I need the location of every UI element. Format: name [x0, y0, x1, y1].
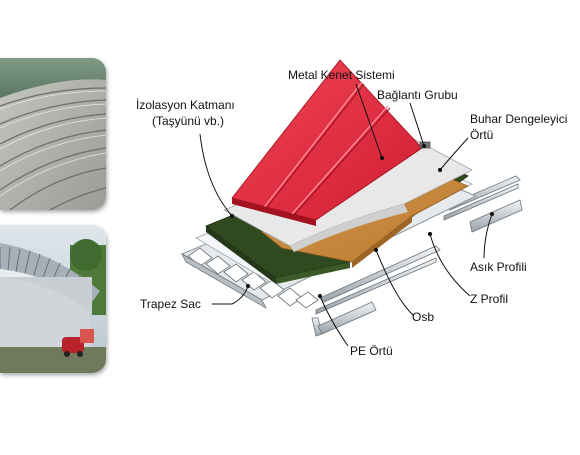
label-metal-kenet-sistemi: Metal Kenet Sistemi: [288, 68, 395, 82]
label-pe-ortu: PE Örtü: [350, 344, 393, 358]
label-izolasyon-detail: (Taşyünü vb.): [152, 114, 225, 128]
roof-photo-bottom: [0, 225, 106, 373]
label-buhar-dengeleyici: Buhar Dengeleyici: [470, 112, 568, 126]
red-metal-roof-layer: [231, 59, 423, 226]
label-izolasyon-katmani: İzolasyon Katmanı: [136, 98, 235, 112]
leader-lines: [199, 83, 495, 347]
purlin-profiles: [311, 175, 523, 337]
label-trapez-sac: Trapez Sac: [140, 297, 201, 311]
label-baglanti-grubu: Bağlantı Grubu: [377, 88, 458, 102]
roof-photo-top: [0, 58, 106, 210]
label-asik-profili: Asık Profili: [470, 260, 527, 274]
label-osb: Osb: [412, 310, 435, 324]
label-z-profil: Z Profil: [470, 292, 509, 306]
label-buhar-ortu: Örtü: [470, 128, 494, 142]
